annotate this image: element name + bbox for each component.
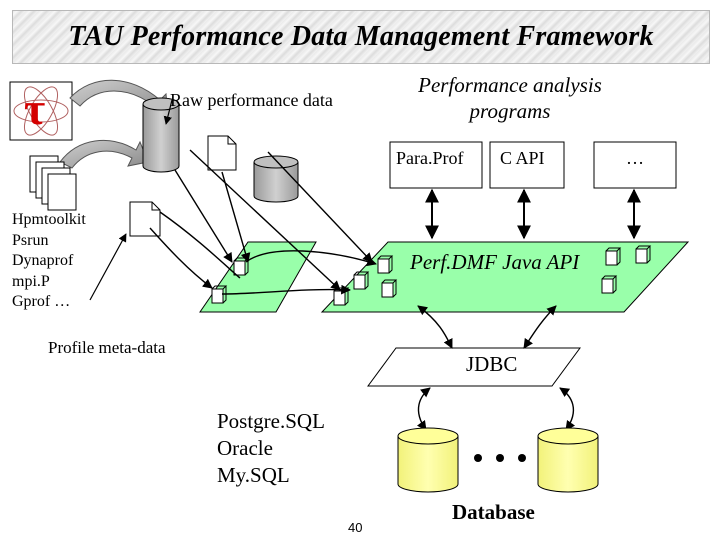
data-cube-icons [211,245,652,306]
c-api-box [489,141,565,189]
slide-title: TAU Performance Data Management Framewor… [68,21,654,52]
page-number: 40 [348,520,363,535]
c-api-label: C API [500,148,545,168]
raw-database-cylinder [253,155,299,203]
tool-item: Gprof … [12,293,71,310]
document-icon [207,135,237,171]
perfdmf-api-label: Perf.DMF Java API [410,250,580,274]
database-cylinder [397,427,459,493]
tool-item: mpi.P [12,272,50,290]
database-type: Postgre.SQL [217,409,325,433]
curved-arrow-icon [59,139,149,169]
more-programs-box [593,141,677,189]
database-label: Database [452,500,535,524]
database-type: Oracle [217,436,273,460]
paraprof-label: Para.Prof [396,148,464,168]
database-cylinder [537,427,599,493]
tools-list: Hpmtoolkit Psrun Dynaprof mpi.P Gprof … [12,210,86,313]
more-programs-label: … [626,148,644,168]
jdbc-label: JDBC [466,352,518,376]
tau-logo-icon [9,81,73,141]
raw-performance-data-label: Raw performance data [170,90,333,110]
database-types-list: Postgre.SQL Oracle My.SQL [217,408,325,489]
paraprof-box [389,141,483,189]
title-bar: TAU Performance Data Management Framewor… [12,10,710,64]
tool-item: Dynaprof [12,252,74,269]
tau-symbol: τ [24,83,46,134]
performance-analysis-programs-label: Performance analysis programs [418,73,602,123]
ellipsis-dots-icon [474,454,526,462]
stacked-files-icon [29,155,77,211]
tool-item: Hpmtoolkit [12,211,86,228]
database-type: My.SQL [217,463,290,487]
tool-item: Psrun [12,231,49,249]
document-icon [129,201,161,237]
profile-metadata-label: Profile meta-data [48,338,166,357]
jdbc-box [367,347,581,387]
flow-arrows [149,149,377,295]
